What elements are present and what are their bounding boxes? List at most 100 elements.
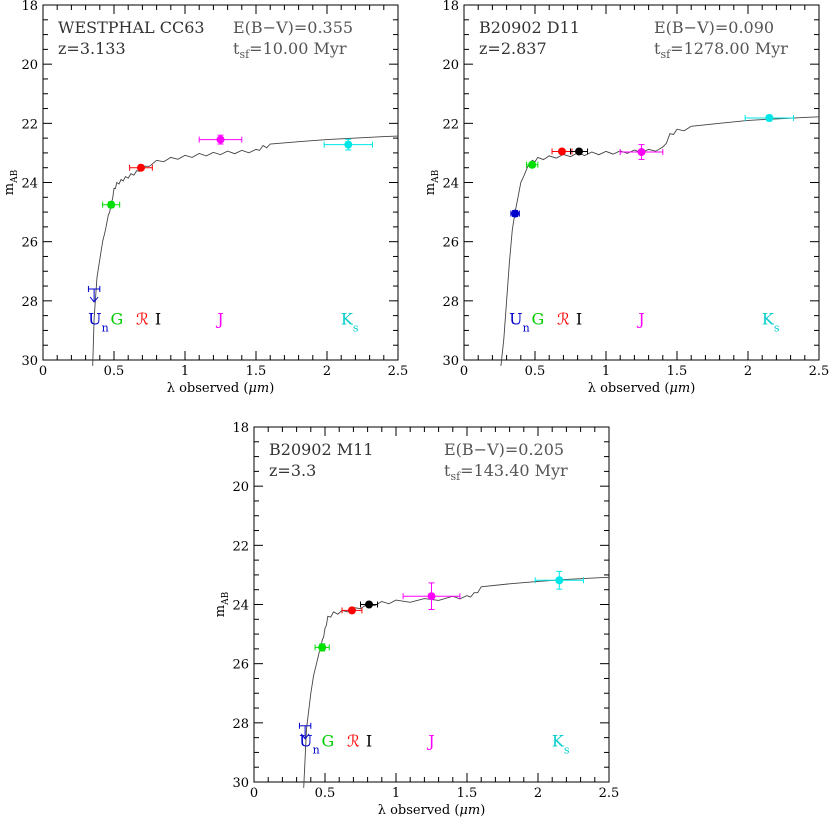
object-name: B20902 M11 [269, 440, 373, 459]
y-tick-label: 20 [442, 58, 459, 73]
band-label: J [215, 310, 223, 329]
band-label: ℛ [557, 310, 570, 329]
x-tick-label: 1 [602, 364, 610, 379]
x-tick-label: 1 [392, 786, 400, 801]
object-name: WESTPHAL CC63 [58, 18, 205, 37]
data-point-j [198, 134, 243, 145]
band-label-main: I [366, 732, 372, 751]
data-marker [344, 140, 353, 149]
band-label: G [110, 310, 123, 329]
redshift-label: z=2.837 [479, 39, 547, 58]
band-label-main: K [341, 310, 354, 329]
band-label-main: ℛ [557, 310, 570, 329]
band-label-main: ℛ [136, 310, 149, 329]
band-label-main: ℛ [347, 732, 360, 751]
x-tick-label: 0 [460, 364, 468, 379]
y-tick-label: 24 [442, 177, 459, 192]
y-tick-label: 18 [232, 421, 249, 436]
data-point-r [341, 606, 363, 615]
x-axis-title-prefix: λ observed ( [588, 381, 670, 396]
y-tick-label: 30 [21, 354, 38, 369]
tsf-subscript: sf [660, 48, 671, 61]
data-point-ks [744, 114, 794, 123]
y-tick-label: 20 [232, 480, 249, 495]
tsf-value: =10.00 Myr [249, 39, 347, 58]
band-label-main: I [576, 310, 582, 329]
y-tick-label: 28 [442, 295, 459, 310]
ebv-label: E(B−V)=0.355 [233, 18, 353, 37]
y-axis-title: mAB [423, 169, 441, 195]
y-axis-title-main: m [423, 183, 438, 195]
tsf-value: =143.40 Myr [460, 461, 568, 480]
x-tick-label: 2.5 [388, 364, 409, 379]
ebv-label: E(B−V)=0.090 [654, 18, 774, 37]
band-label-sub: s [353, 322, 359, 335]
band-label-main: G [321, 732, 334, 751]
data-marker [511, 209, 520, 218]
x-tick-label: 2 [323, 364, 331, 379]
x-axis-title-suffix: ) [480, 803, 485, 818]
y-tick-label: 20 [21, 58, 38, 73]
band-label-sub: n [313, 744, 320, 757]
band-label: Ks [762, 310, 780, 335]
x-tick-label: 1 [181, 364, 189, 379]
data-point-i [360, 600, 379, 609]
x-tick-label: 1.5 [667, 364, 688, 379]
plot-frame [42, 4, 399, 361]
band-label: ℛ [136, 310, 149, 329]
band-label: Un [88, 310, 109, 335]
band-label-sub: s [564, 744, 570, 757]
x-tick-label: 0.5 [525, 364, 546, 379]
data-point-un [298, 722, 312, 740]
redshift-label: z=3.133 [58, 39, 126, 58]
model-sed-curve [500, 116, 820, 366]
band-label-main: U [88, 310, 101, 329]
band-label: Ks [552, 732, 570, 757]
band-label: Un [299, 732, 320, 757]
y-tick-label: 24 [232, 599, 249, 614]
data-marker [765, 114, 774, 123]
x-axis-title-unit: μm [248, 381, 269, 396]
x-tick-label: 0 [250, 786, 258, 801]
upper-limit-arrow-head [300, 733, 310, 740]
y-tick-label: 26 [442, 236, 459, 251]
data-point-un [87, 286, 101, 303]
data-point-j [619, 144, 664, 160]
x-tick-label: 2 [534, 786, 542, 801]
data-marker [575, 147, 584, 156]
band-label-main: G [531, 310, 544, 329]
y-tick-label: 22 [442, 117, 459, 132]
y-tick-label: 22 [232, 539, 249, 554]
data-point-g [525, 160, 539, 169]
data-point-r [551, 147, 573, 156]
tsf-symbol: t [444, 461, 451, 480]
band-label-sub: s [774, 322, 780, 335]
data-marker [216, 135, 225, 144]
band-label-main: K [552, 732, 565, 751]
tsf-label: tsf=143.40 Myr [444, 461, 568, 483]
object-name: B20902 D11 [479, 18, 580, 37]
data-point-un [510, 209, 520, 218]
data-point-j [402, 582, 461, 611]
data-point-ks [323, 138, 373, 151]
band-label-main: J [636, 310, 644, 329]
x-axis-title-unit: μm [459, 803, 480, 818]
band-label-sub: n [102, 322, 109, 335]
band-label-main: G [110, 310, 123, 329]
x-tick-label: 0 [39, 364, 47, 379]
ebv-label: E(B−V)=0.205 [444, 440, 564, 459]
x-axis-title-suffix: ) [269, 381, 274, 396]
y-tick-label: 28 [21, 295, 38, 310]
data-marker [557, 147, 566, 156]
x-tick-label: 2.5 [599, 786, 620, 801]
band-label-main: U [299, 732, 312, 751]
band-label-main: J [215, 310, 223, 329]
y-tick-label: 30 [442, 354, 459, 369]
plot-frame [463, 4, 820, 361]
band-label: Ks [341, 310, 359, 335]
y-axis-title-sub: AB [10, 169, 20, 183]
tsf-label: tsf=10.00 Myr [233, 39, 347, 61]
